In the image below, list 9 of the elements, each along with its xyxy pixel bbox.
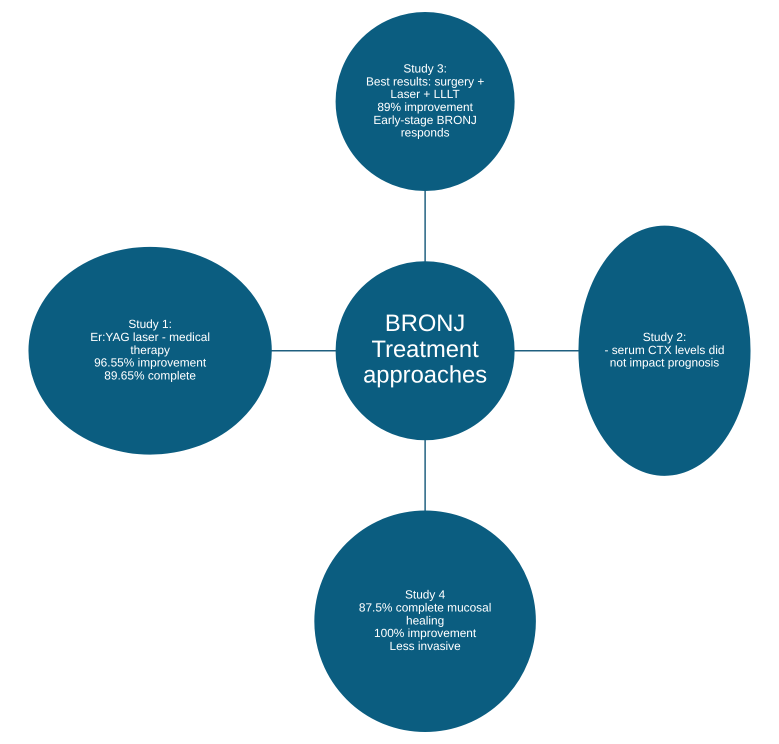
node-circle: Study 4 87.5% complete mucosal healing 100% improvement Less invasive: [314, 510, 536, 732]
connector: [514, 350, 579, 352]
node-ellipse: Study 2: - serum CTX levels did not impact prognosis: [578, 226, 751, 476]
connector: [424, 440, 426, 511]
node-ellipse: Study 1: Er:YAG laser - medical therapy 96.55% improvement 89.65% complete: [28, 246, 272, 455]
connector: [424, 190, 426, 262]
connector: [272, 350, 336, 352]
node-circle: Study 3: Best results: surgery + Laser + LLLT 89% improvement Early-stage BRONJ responds: [336, 12, 515, 191]
node-circle: BRONJ Treatment approaches: [336, 261, 515, 440]
